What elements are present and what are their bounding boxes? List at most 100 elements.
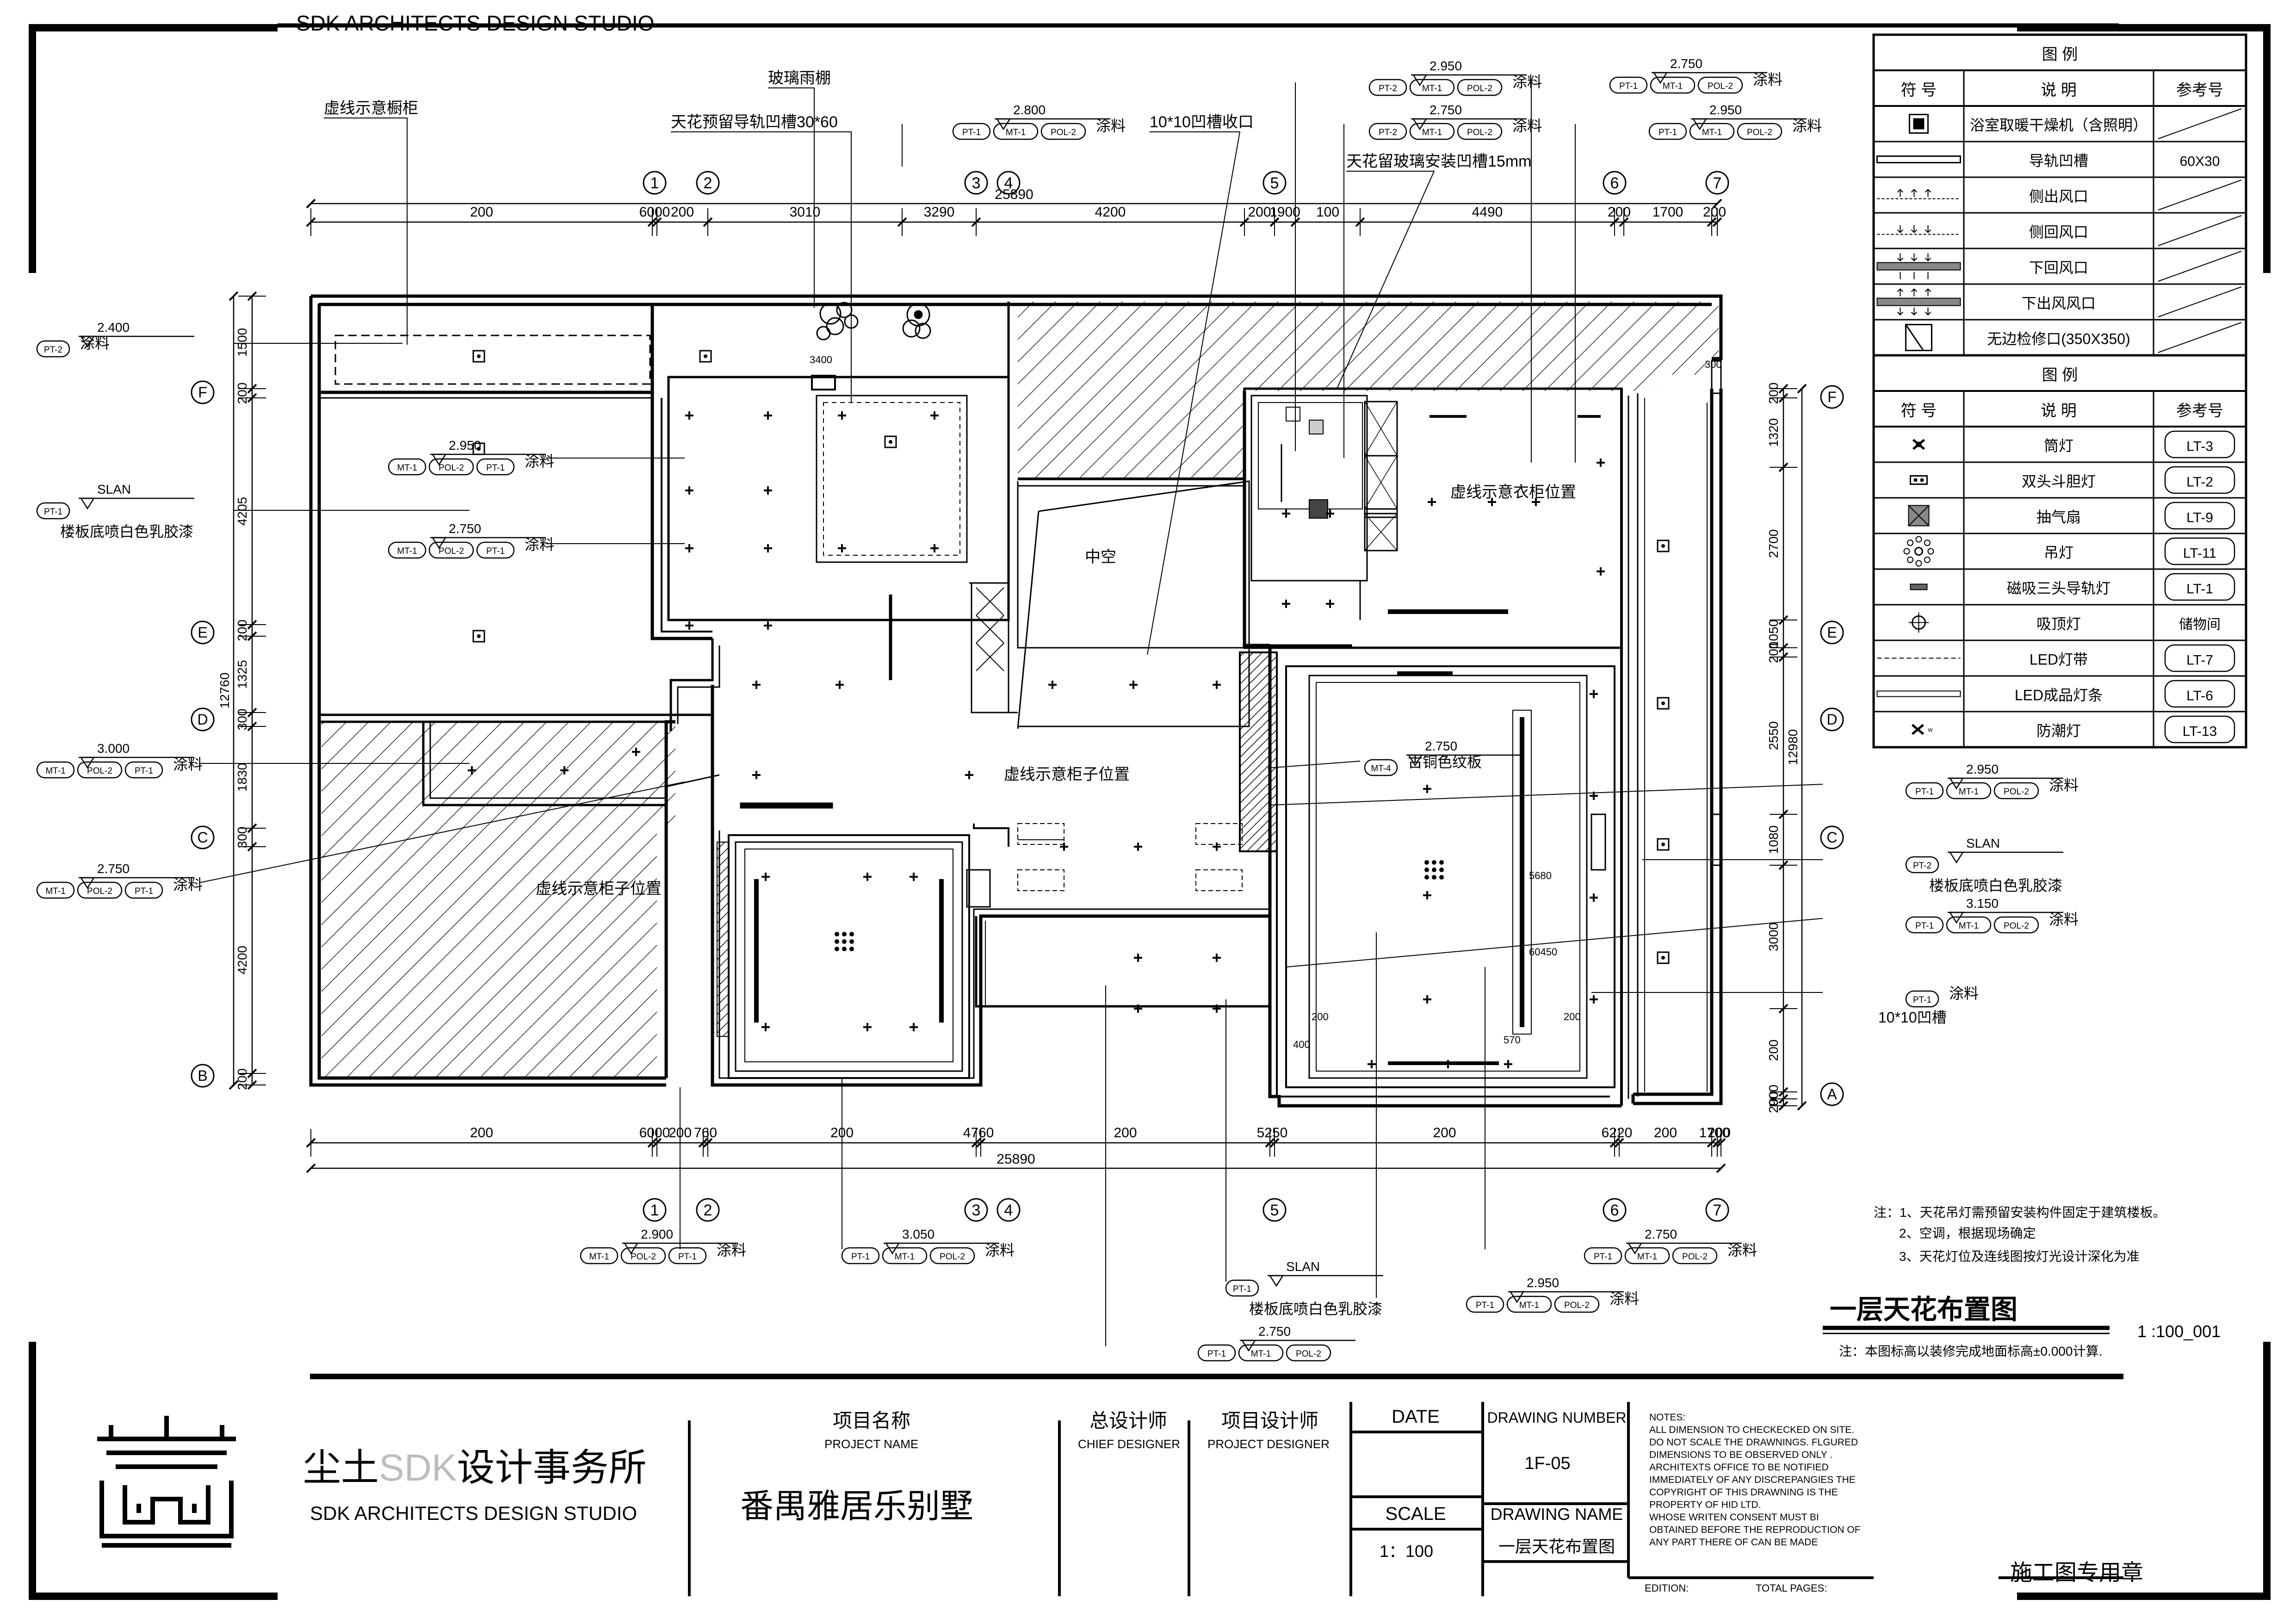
elevation-marker — [431, 537, 447, 549]
dimension-value: 300 — [235, 827, 249, 849]
finish-label: 涂料 — [1753, 71, 1782, 88]
svg-text:C: C — [1826, 829, 1837, 846]
grid-bubble-7: 7 — [1705, 171, 1729, 195]
dim-570: 570 — [1504, 1034, 1521, 1046]
finish-label: 楼板底喷白色乳胶漆 — [60, 523, 193, 540]
elevation-value: 2.950 — [1966, 762, 1999, 776]
firm-name-cn: 尘土SDK设计事务所 — [303, 1447, 647, 1489]
dimension-value: 1320 — [1766, 418, 1781, 447]
elevation-value: 2.750 — [1670, 56, 1702, 71]
material-tag-code: PT-1 — [486, 546, 505, 556]
legend-row: 侧出风口 — [1873, 176, 2247, 214]
legend-ref-tag — [2164, 466, 2235, 494]
legend-header-desc: 说 明 — [2041, 81, 2076, 99]
construction-stamp-label: 施工图专用章 — [2010, 1561, 2143, 1585]
scale-label: SCALE — [1385, 1504, 1446, 1524]
finish-label: 古铜色纹板 — [1408, 754, 1482, 770]
hatched-areas — [322, 302, 1719, 1078]
dimension-value: 3010 — [790, 205, 821, 220]
material-tag-group: MT-4 — [1364, 759, 1398, 776]
material-tag — [1238, 1344, 1284, 1362]
material-tag — [1197, 1344, 1236, 1362]
material-tag — [388, 541, 427, 559]
elevation-marker — [1412, 118, 1428, 130]
svg-text:7: 7 — [1713, 1202, 1722, 1219]
dimension-value: 5250 — [1257, 1125, 1288, 1141]
dim-60450: 60450 — [1529, 946, 1557, 958]
svg-text:6: 6 — [1610, 1202, 1619, 1219]
material-tag-code: PT-1 — [851, 1252, 870, 1262]
finish-label: 涂料 — [525, 536, 554, 553]
svg-text:4: 4 — [1004, 174, 1013, 192]
pendant-fixtures — [835, 860, 1444, 951]
elevation-value: 2.950 — [1527, 1276, 1559, 1290]
finish-label: 涂料 — [525, 453, 554, 470]
material-tag — [882, 1247, 928, 1264]
svg-text:5: 5 — [1270, 174, 1279, 192]
material-tag-code: POL-2 — [1467, 128, 1492, 137]
elevation-value: 3.050 — [902, 1227, 934, 1241]
material-tag — [1409, 79, 1455, 96]
elevation-value: 2.750 — [1645, 1227, 1677, 1241]
note-glass-canopy: 玻璃雨棚 — [768, 69, 831, 87]
svg-text:D: D — [197, 711, 208, 728]
finish-label: 涂料 — [2049, 911, 2079, 928]
finish-label: 涂料 — [1609, 1290, 1639, 1307]
material-tag-code: MT-1 — [1637, 1252, 1657, 1262]
elevation-value: 2.400 — [97, 320, 130, 335]
grid-bubble-1: 1 — [643, 171, 667, 195]
legend-row-ref: LT-7 — [2186, 652, 2213, 668]
legend-ref-tag — [2164, 537, 2235, 565]
material-tag — [1648, 123, 1687, 140]
finish-label: 涂料 — [1512, 118, 1542, 134]
grid-bubble-6: 6 — [1603, 171, 1627, 195]
grid-bubble-3-bottom: 3 — [964, 1198, 988, 1222]
sheet-frame — [29, 23, 2271, 1600]
finish-label: 涂料 — [1949, 985, 1979, 1002]
material-tag — [841, 1247, 880, 1264]
moisture-proof-light-icon: w — [1911, 724, 1933, 735]
material-tag — [36, 761, 75, 779]
dimension-value: 4200 — [235, 946, 249, 974]
grid-bubble-3: 3 — [964, 171, 988, 195]
material-tag-group: PT-1 — [36, 502, 70, 520]
dimension-value: 200 — [1433, 1125, 1456, 1141]
material-tag — [476, 458, 515, 476]
firm-logo — [97, 1416, 236, 1548]
dimension-value: 200 — [1654, 1125, 1677, 1141]
dimension-value: 200 — [235, 1068, 249, 1090]
track-slot-icon — [1876, 155, 1961, 163]
material-tag-code: PT-1 — [135, 886, 153, 896]
legend-row-desc: 双头斗胆灯 — [2022, 473, 2096, 490]
bath-heater-icon — [1909, 114, 1929, 134]
note-line-3: 3、天花灯位及连线图按灯光设计深化为准 — [1899, 1249, 2140, 1264]
plan-labels: 中空 虚线示意衣柜位置 虚线示意柜子位置 虚线示意柜子位置 3400 300 5… — [536, 354, 1722, 1050]
drawing-title: 一层天花布置图 1 :100_001 注：本图标高以装修完成地面标高±0.000… — [1823, 1295, 2221, 1358]
dimension-value: 3000 — [1766, 923, 1781, 951]
material-tag-code: PT-2 — [1913, 861, 1931, 871]
dim-200-a: 200 — [1312, 1011, 1329, 1023]
dim-200-b: 200 — [1564, 1011, 1581, 1023]
svg-text:E: E — [1827, 624, 1837, 641]
material-tag-code: MT-1 — [1959, 921, 1979, 931]
material-tag — [1040, 123, 1086, 140]
void-label: 中空 — [1085, 548, 1116, 566]
cabinet-position-label-1: 虚线示意柜子位置 — [1004, 766, 1130, 783]
firm-name-en: SDK ARCHITECTS DESIGN STUDIO — [310, 1502, 637, 1524]
svg-text:IMMEDIATELY OF ANY DISCREPANGI: IMMEDIATELY OF ANY DISCREPANGIES THE — [1649, 1475, 1856, 1485]
material-tag-code: MT-1 — [895, 1252, 915, 1262]
material-tag-code: PT-1 — [1915, 921, 1934, 931]
title-block: 尘土SDK设计事务所 SDK ARCHITECTS DESIGN STUDIO … — [97, 1402, 2143, 1596]
dimension-value: 1325 — [235, 660, 249, 688]
